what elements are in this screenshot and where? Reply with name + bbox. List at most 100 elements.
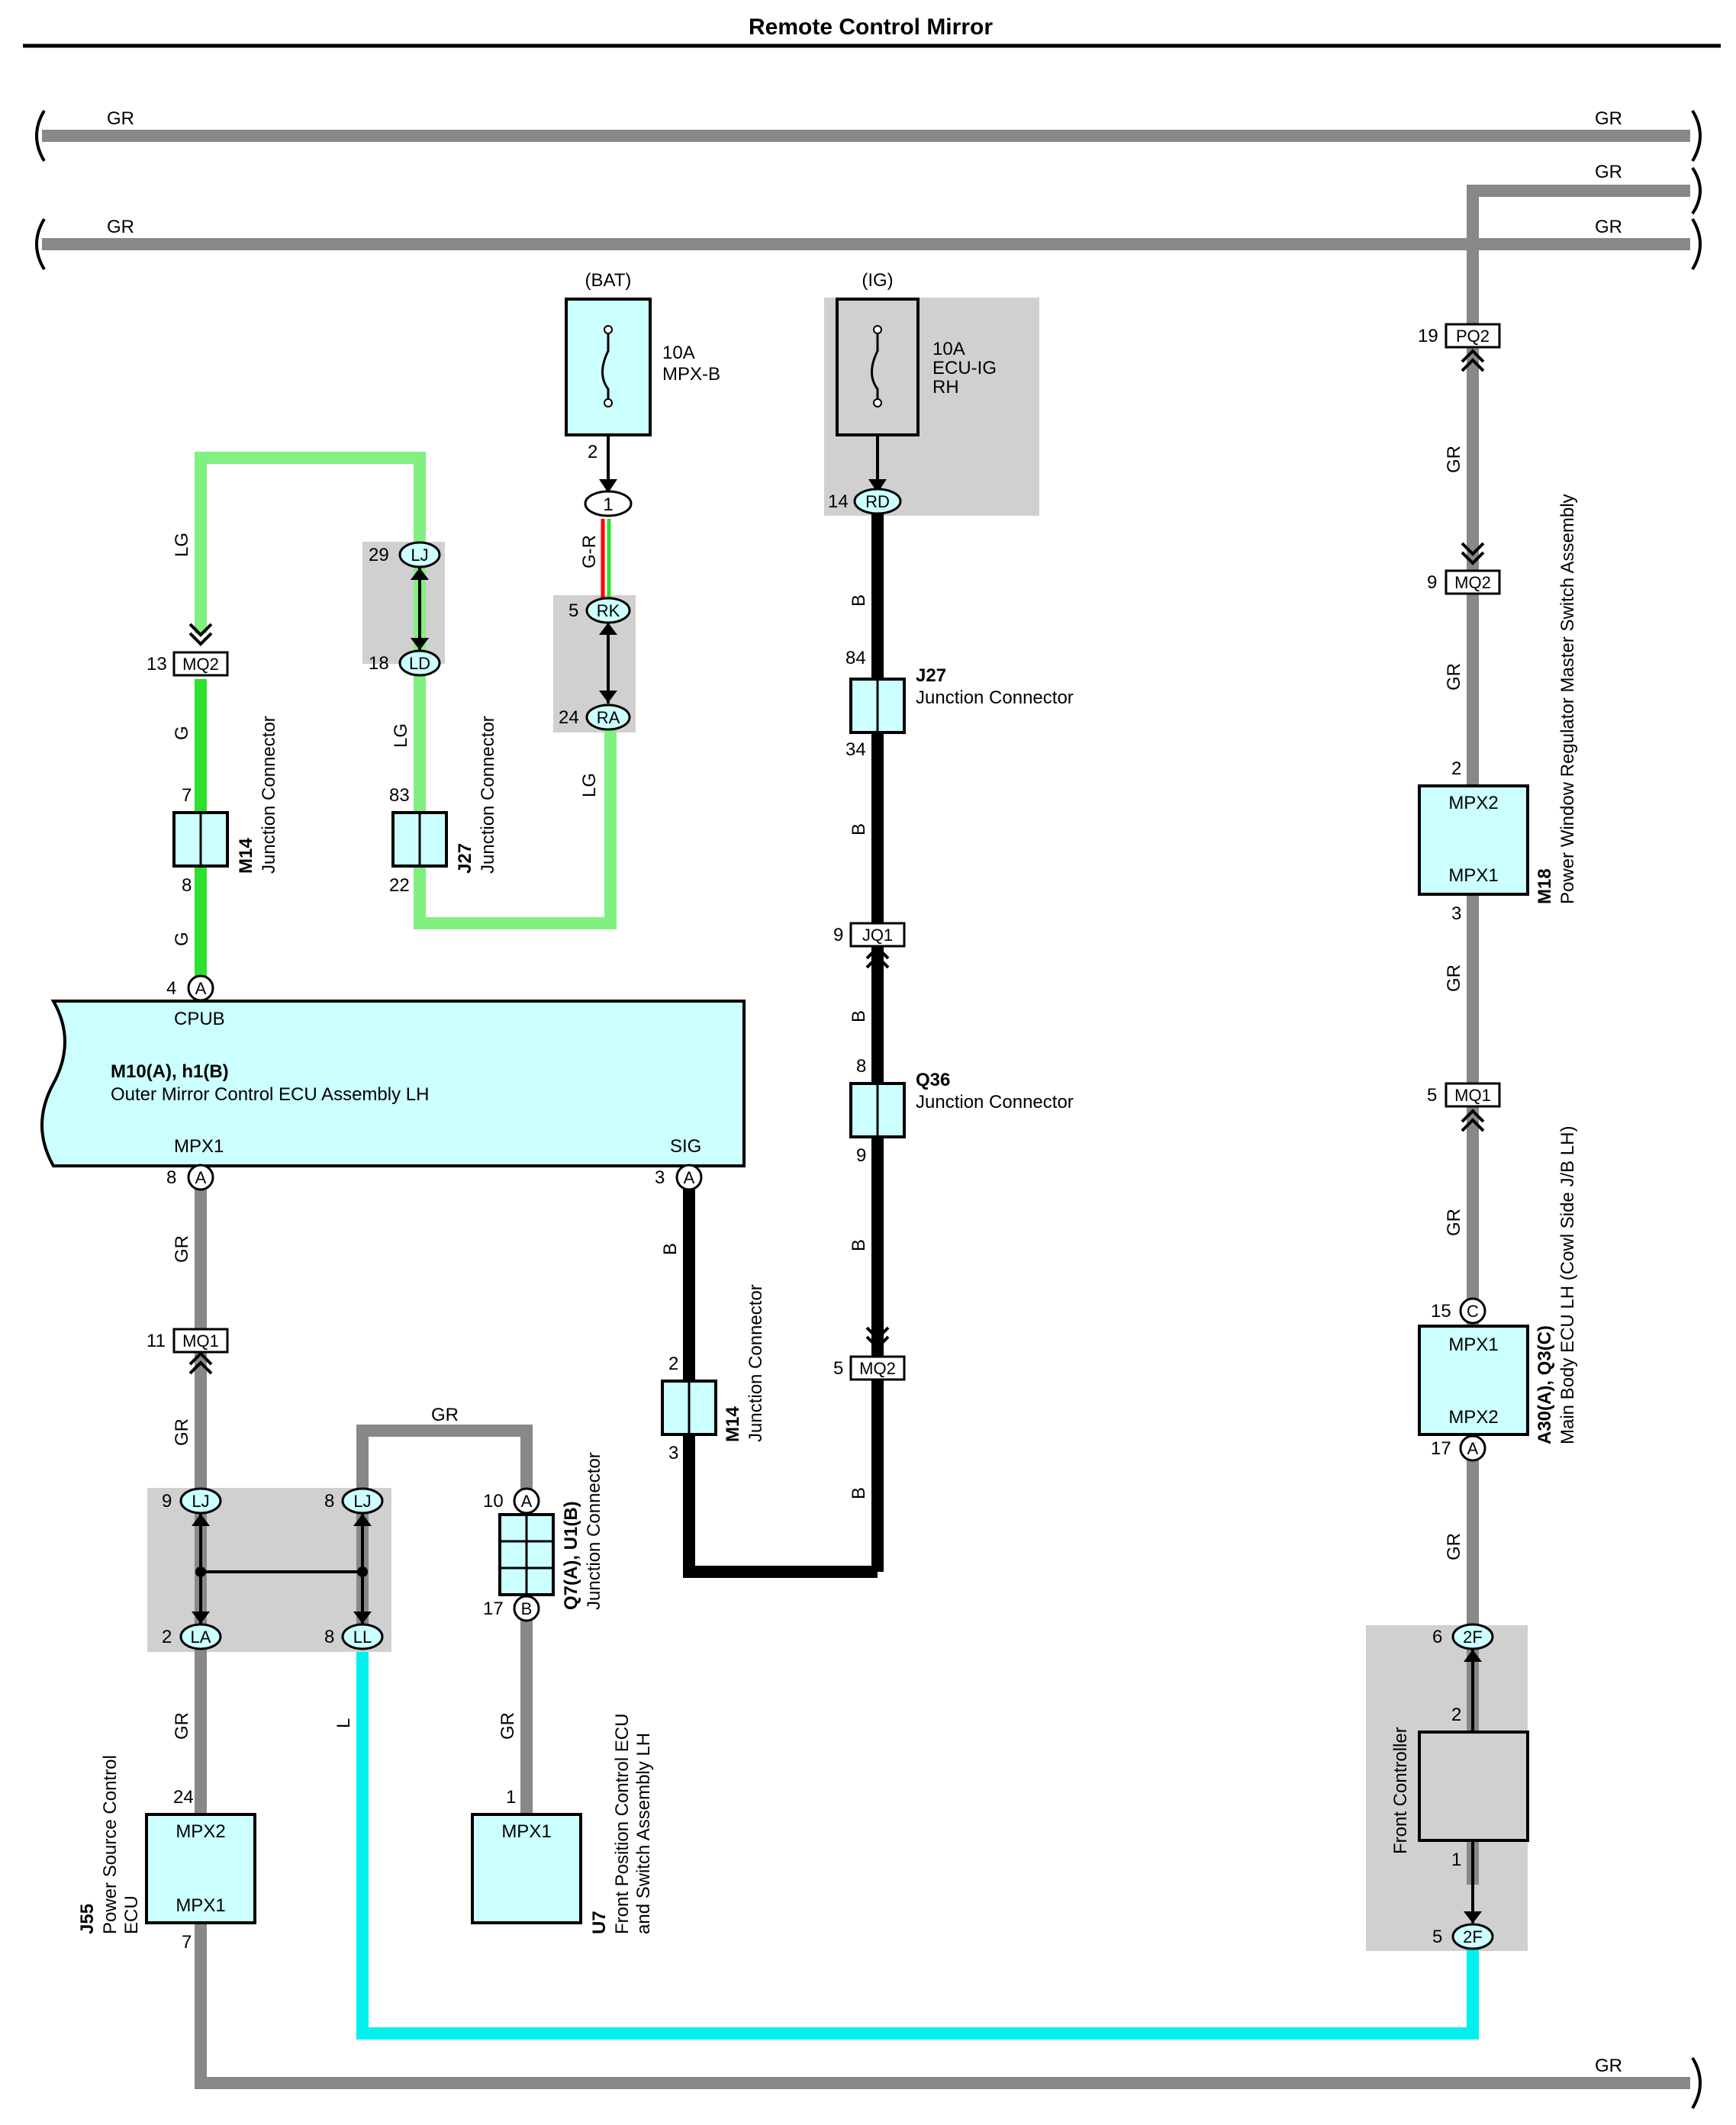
gr-label-ecu-down: GR	[172, 1235, 192, 1263]
mq2-left-chevron	[188, 623, 213, 646]
a30-top-label: MPX1	[1448, 1335, 1498, 1355]
j55-code: J55	[77, 1904, 98, 1934]
gr-label-r1: GR	[1444, 446, 1464, 473]
conn-ra	[585, 704, 631, 731]
bus-break-marks	[35, 109, 1702, 2110]
bat-fuse-name: MPX-B	[662, 364, 720, 385]
m18-top-label: MPX2	[1448, 793, 1498, 813]
bat-fuse-amp: 10A	[662, 343, 695, 363]
u7-top-label: MPX1	[501, 1821, 551, 1842]
conn-mq2-right-label: MQ2	[859, 1359, 896, 1378]
la-pin: 2	[162, 1627, 172, 1647]
conn-mq2-r	[1445, 569, 1501, 595]
conn-ld-label: LD	[409, 654, 430, 673]
ecu-cpub-pin: 4	[166, 978, 176, 999]
jq1-chevron	[865, 945, 890, 969]
b-label-4: B	[849, 1239, 869, 1251]
mq1-right-pin: 5	[1427, 1085, 1437, 1106]
u7-code: U7	[589, 1911, 610, 1934]
conn-mq1-right	[1445, 1082, 1501, 1108]
conn-rk-label: RK	[597, 601, 620, 620]
gr-label-1: GR	[107, 108, 134, 129]
b-wire-left	[683, 1186, 878, 1578]
bat-fuse-symbol	[601, 332, 610, 401]
m14-left-code: M14	[236, 838, 256, 874]
ld-arrow	[411, 638, 429, 650]
q7-conn-b-label: B	[521, 1599, 533, 1618]
g-label-1: G	[172, 726, 192, 740]
ecu-mpx1-pin: 8	[166, 1167, 176, 1188]
a30-bottom-label: MPX2	[1448, 1407, 1498, 1428]
u7-name1: Front Position Control ECU	[612, 1714, 633, 1934]
mq1-right-chevron	[1461, 1109, 1485, 1132]
j55-name1: Power Source Control	[100, 1755, 121, 1934]
g-r-label: G-R	[579, 535, 600, 568]
conn-mq1-right-label: MQ1	[1454, 1086, 1491, 1105]
front-controller-name: Front Controller	[1390, 1727, 1411, 1854]
gr-label-r4: GR	[1444, 1209, 1464, 1236]
q7-conn-b	[513, 1595, 540, 1622]
conn-pq2	[1445, 323, 1501, 349]
ecu-box	[40, 1000, 746, 1167]
2f-top-pin: 6	[1432, 1627, 1442, 1647]
q36-code: Q36	[916, 1070, 950, 1090]
m14-center-code: M14	[723, 1406, 743, 1442]
ecu-code: M10(A), h1(B)	[111, 1061, 229, 1082]
gr-label-j55: GR	[172, 1712, 192, 1740]
q36-pin-bottom: 9	[856, 1145, 866, 1166]
conn-2f-bottom-label: 2F	[1463, 1927, 1483, 1946]
q7-pin-a: 10	[483, 1491, 504, 1512]
u7-name2: and Switch Assembly LH	[633, 1733, 654, 1934]
gr-label-u7: GR	[498, 1712, 518, 1740]
conn-pq2-label: PQ2	[1456, 327, 1490, 346]
conn-1	[584, 490, 633, 517]
conn-la-label: LA	[191, 1628, 211, 1647]
j55-top-label: MPX2	[176, 1821, 225, 1842]
ll-arrow	[353, 1611, 372, 1624]
ra-pin: 24	[559, 707, 579, 728]
ig-fuse-amp: 10A	[932, 339, 965, 359]
conn-mq1-left-label: MQ1	[182, 1331, 219, 1351]
ecu-conn-a-sig	[675, 1164, 703, 1191]
conn-la	[179, 1623, 222, 1650]
conn-mq2-left-label: MQ2	[182, 655, 219, 674]
gr-label-r5: GR	[1444, 1533, 1464, 1560]
a30-conn-a	[1459, 1434, 1486, 1462]
l-wire	[356, 1652, 1479, 2040]
bat-fuse-pin: 2	[588, 442, 597, 462]
j55-pin-top: 24	[173, 1787, 194, 1808]
ig-fuse-box	[836, 298, 920, 436]
lj-right-arrow	[353, 1514, 372, 1526]
gr-label-3: GR	[107, 217, 134, 237]
lj-low-left-pin: 9	[162, 1491, 172, 1512]
lj-left-arrow	[192, 1514, 210, 1526]
ecu-conn-a-mpx1	[187, 1164, 214, 1191]
pq2-pin: 19	[1418, 326, 1438, 346]
conn-lj-top-label: LJ	[411, 546, 428, 565]
m14-left-name: Junction Connector	[259, 716, 279, 874]
conn-1-label: 1	[603, 494, 613, 515]
ig-fuse-dot-bottom	[873, 398, 882, 407]
ecu-conn-a-sig-label: A	[684, 1168, 695, 1187]
ll-pin: 8	[324, 1627, 334, 1647]
m18-code: M18	[1535, 868, 1555, 904]
q7-name: Junction Connector	[584, 1452, 604, 1610]
mq2-right-pin: 5	[833, 1358, 843, 1379]
la-ll-shade	[147, 1488, 391, 1652]
j27-left-code: J27	[455, 843, 475, 874]
bat-source: (BAT)	[585, 270, 632, 291]
m14-center-name: Junction Connector	[746, 1284, 766, 1442]
q36-name: Junction Connector	[916, 1092, 1074, 1112]
m18-name: Power Window Regulator Master Switch Ass…	[1557, 494, 1578, 904]
q7-code: Q7(A), U1(B)	[561, 1501, 581, 1610]
lg-loop-wire	[195, 452, 617, 929]
gr-label-3r: GR	[1595, 217, 1622, 237]
gr-label-bottom: GR	[1595, 2056, 1622, 2076]
gr-bottom-bus	[195, 1900, 1690, 2089]
conn-mq2-right	[849, 1355, 906, 1381]
gr-label-r3: GR	[1444, 964, 1464, 992]
g-label-2: G	[172, 932, 192, 946]
a30-conn-c-label: C	[1467, 1302, 1479, 1321]
u7-box	[471, 1813, 582, 1924]
conn-2f-top-label: 2F	[1463, 1628, 1483, 1647]
